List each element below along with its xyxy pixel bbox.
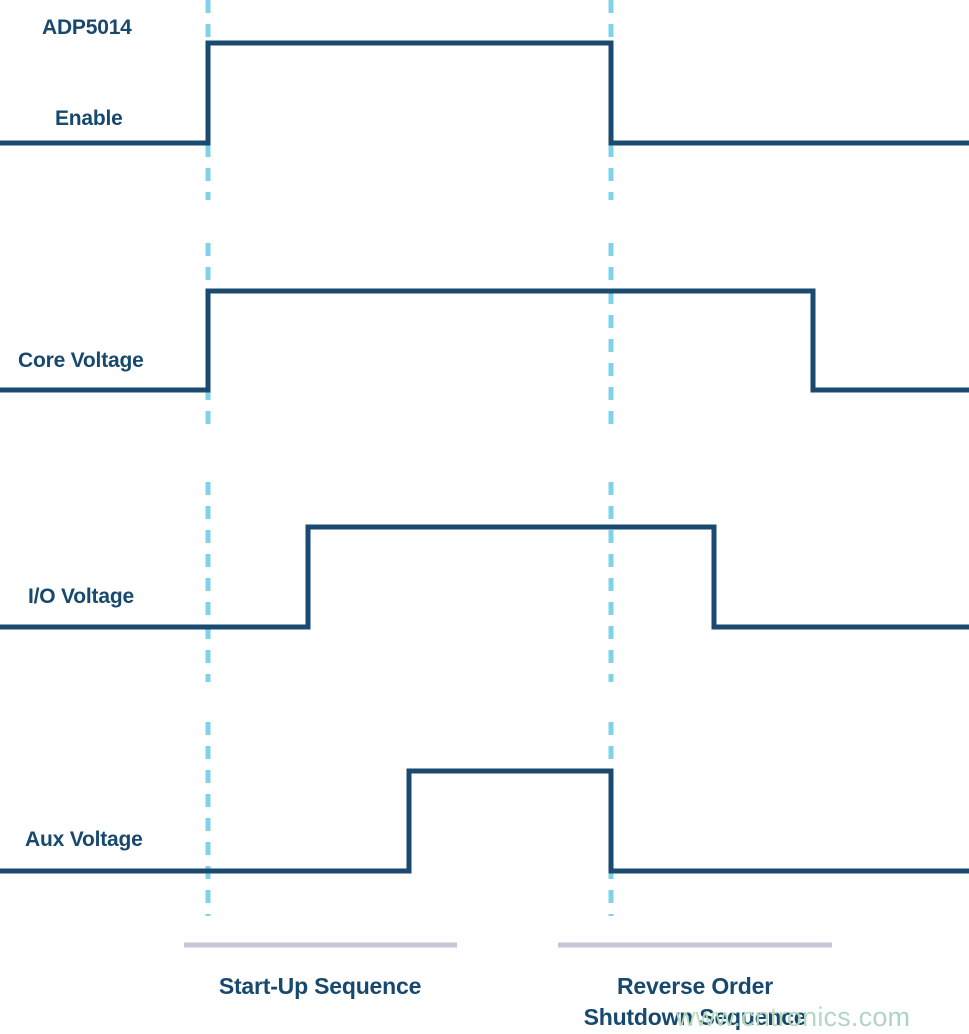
waveforms-group	[0, 40, 969, 874]
io-voltage-waveform	[0, 524, 969, 630]
signal-label-core-voltage: Core Voltage	[18, 349, 144, 372]
signal-label-enable: Enable	[55, 107, 123, 130]
core-voltage-waveform	[0, 288, 969, 393]
figure-title: ADP5014	[42, 16, 132, 39]
signal-label-aux-voltage: Aux Voltage	[25, 828, 143, 851]
signal-label-io-voltage: I/O Voltage	[28, 585, 134, 608]
aux-voltage-waveform	[0, 768, 969, 874]
site-watermark: www.cntronics.com	[675, 1002, 910, 1032]
caption-shutdown-line-2: Shutdown Sequence	[584, 1004, 807, 1030]
caption-shutdown-line-1: Reverse Order	[617, 973, 773, 999]
enable-waveform	[0, 40, 969, 146]
caption-start-up-sequence: Start-Up Sequence	[219, 973, 421, 999]
